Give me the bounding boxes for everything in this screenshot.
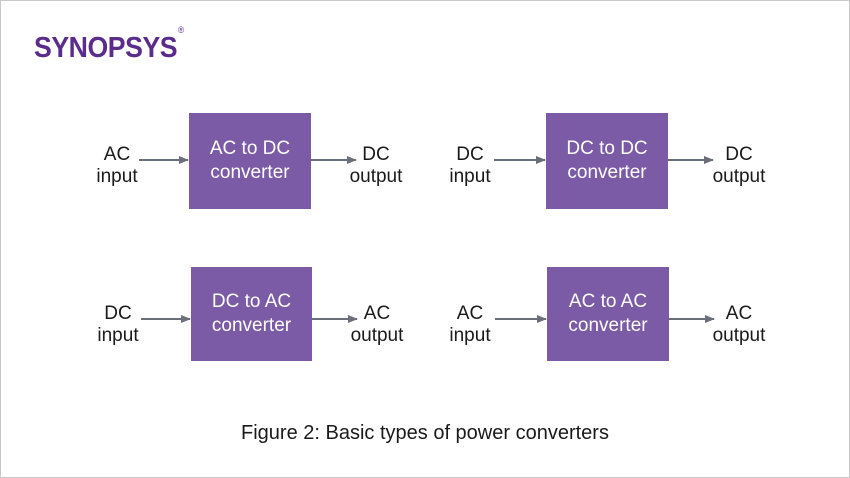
output-word-1: output xyxy=(349,166,403,187)
converter-title-2: DC to DC xyxy=(566,138,648,159)
input-word-2: input xyxy=(449,166,491,187)
input-label-3: DC input xyxy=(78,303,158,347)
output-label-1: DC output xyxy=(336,144,416,188)
output-type-2: DC xyxy=(725,144,753,165)
converter-word-2: converter xyxy=(567,162,647,183)
output-type-4: AC xyxy=(725,303,753,324)
converter-block-4: AC to AC converter xyxy=(547,267,669,361)
converter-word-4: converter xyxy=(568,315,648,336)
output-label-3: AC output xyxy=(337,303,417,347)
input-label-4: AC input xyxy=(430,303,510,347)
converter-block-3: DC to AC converter xyxy=(191,267,312,361)
output-word-2: output xyxy=(712,166,766,187)
output-type-1: DC xyxy=(362,144,390,165)
synopsys-logo: SYNOPSYS® xyxy=(34,26,184,64)
converter-block-1: AC to DC converter xyxy=(189,113,311,209)
converter-block-2: DC to DC converter xyxy=(546,113,668,209)
output-label-2: DC output xyxy=(699,144,779,188)
input-type-2: DC xyxy=(456,144,484,165)
converter-title-4: AC to AC xyxy=(568,291,648,312)
converter-word-3: converter xyxy=(211,315,292,336)
input-word-4: input xyxy=(449,325,491,346)
output-word-3: output xyxy=(350,325,404,346)
input-type-1: AC xyxy=(103,144,131,165)
converter-word-1: converter xyxy=(210,162,290,183)
input-type-3: DC xyxy=(104,303,132,324)
input-word-1: input xyxy=(96,166,138,187)
registered-mark: ® xyxy=(178,25,184,36)
input-word-3: input xyxy=(97,325,139,346)
output-type-3: AC xyxy=(363,303,391,324)
converter-title-1: AC to DC xyxy=(209,138,291,159)
input-label-1: AC input xyxy=(77,144,157,188)
logo-text: SYNOPSYS xyxy=(34,32,178,64)
figure-caption: Figure 2: Basic types of power converter… xyxy=(241,422,609,444)
output-label-4: AC output xyxy=(699,303,779,347)
converter-title-3: DC to AC xyxy=(211,291,292,312)
output-word-4: output xyxy=(712,325,766,346)
input-type-4: AC xyxy=(456,303,484,324)
input-label-2: DC input xyxy=(430,144,510,188)
